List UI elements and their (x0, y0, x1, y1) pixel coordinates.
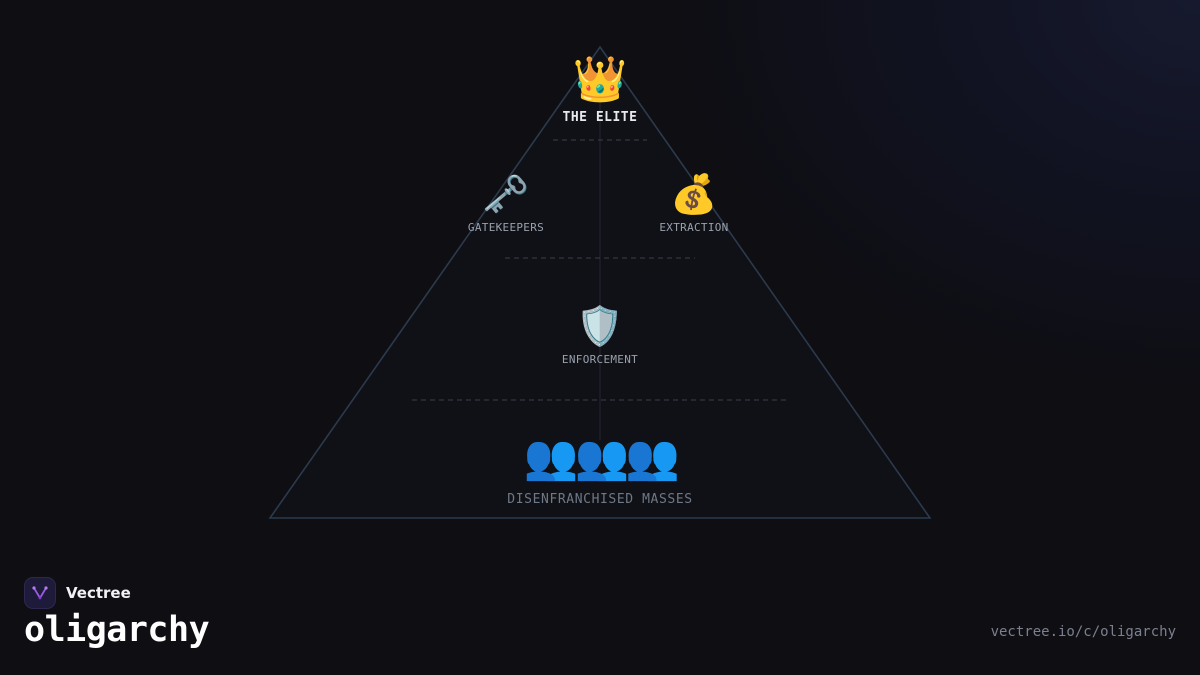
tier-masses: 👥👥👥 DISENFRANCHISED MASSES (507, 432, 693, 508)
key-icon: 🗝️ (482, 172, 530, 216)
page-title: oligarchy (24, 610, 210, 650)
brand: Vectree (24, 577, 131, 609)
pyramid-outline (268, 45, 932, 519)
money-bag-icon: 💰 (670, 172, 718, 216)
shield-icon: 🛡️ (576, 304, 624, 348)
people-icon: 👥👥👥 (523, 432, 680, 483)
tier-enforcement: 🛡️ ENFORCEMENT (562, 307, 638, 366)
tier-gatekeepers: 🗝️ GATEKEEPERS (468, 175, 544, 234)
tier-gatekeepers-label: GATEKEEPERS (467, 221, 545, 234)
brand-name: Vectree (66, 584, 131, 602)
tier-enforcement-label: ENFORCEMENT (561, 353, 639, 366)
tier-masses-label: DISENFRANCHISED MASSES (507, 492, 693, 507)
tier-elite: 👑 THE ELITE (562, 54, 638, 126)
page-url[interactable]: vectree.io/c/oligarchy (990, 624, 1176, 640)
tier-extraction: 💰 EXTRACTION (659, 175, 728, 234)
tier-elite-label: THE ELITE (562, 110, 638, 125)
crown-icon: 👑 (572, 54, 628, 105)
tier-extraction-label: EXTRACTION (659, 221, 729, 234)
vectree-logo-icon (24, 577, 56, 609)
